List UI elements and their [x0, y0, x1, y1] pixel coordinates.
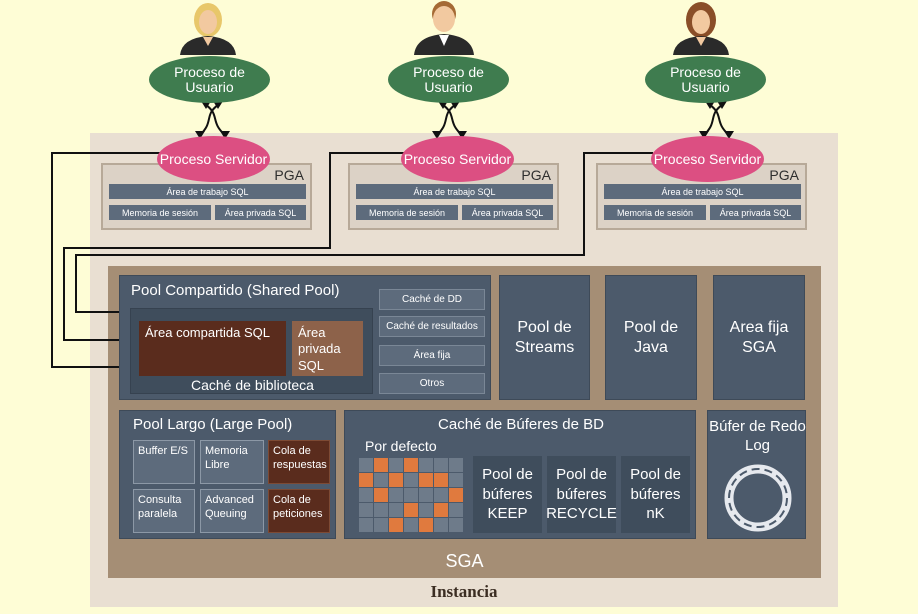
buffer-block [359, 518, 373, 532]
area-fija-sga-label: Area fija SGA [729, 318, 789, 356]
memoria-libre: Memoria Libre [200, 440, 264, 484]
buffer-block [434, 473, 448, 487]
buffer-block [449, 458, 463, 472]
buffer-block [389, 518, 403, 532]
buffer-block [359, 458, 373, 472]
buffer-block [419, 458, 433, 472]
buffer-block [359, 503, 373, 517]
buffer-block [374, 488, 388, 502]
pga-area-trabajo: Área de trabajo SQL [356, 184, 553, 199]
buffer-block [419, 488, 433, 502]
pga-area-privada: Área privada SQL [710, 205, 801, 220]
pga-label: PGA [769, 167, 799, 183]
sga-label: SGA [445, 551, 484, 571]
redo-log-title: Búfer de Redo Log [709, 418, 806, 454]
server-process-3: Proceso Servidor [651, 136, 764, 182]
buffer-block [434, 503, 448, 517]
large-pool-title: Pool Largo (Large Pool) [133, 416, 293, 433]
user-process-2: Proceso de Usuario [388, 56, 509, 103]
pool-buferes-nk: Pool de búferes nK [621, 456, 690, 533]
pool-streams: Pool de Streams [499, 275, 590, 400]
buffer-block [389, 458, 403, 472]
redo-log-buffer: Búfer de Redo Log [707, 410, 806, 539]
buffer-block [359, 488, 373, 502]
user-process-1-label: Proceso de Usuario [174, 63, 245, 95]
user-icon-2 [414, 1, 474, 55]
large-pool: Pool Largo (Large Pool) Buffer E/S Memor… [119, 410, 336, 539]
pga-area-privada: Área privada SQL [462, 205, 553, 220]
buffer-es: Buffer E/S [133, 440, 195, 484]
buffer-block [419, 503, 433, 517]
buffer-block [449, 503, 463, 517]
buffer-block [449, 518, 463, 532]
buffer-block [374, 473, 388, 487]
pool-buferes-keep: Pool de búferes KEEP [473, 456, 542, 533]
buffer-block [359, 473, 373, 487]
pga-area-trabajo: Área de trabajo SQL [109, 184, 306, 199]
pga-memoria-sesion: Memoria de sesión [604, 205, 706, 220]
buffer-block [374, 458, 388, 472]
user-process-3-label: Proceso de Usuario [670, 63, 741, 95]
buffer-block [404, 503, 418, 517]
shared-pool-title: Pool Compartido (Shared Pool) [131, 282, 340, 299]
cola-peticiones: Cola de peticiones [268, 489, 330, 533]
buffer-block [419, 473, 433, 487]
otros: Otros [379, 373, 485, 394]
buffer-block [449, 488, 463, 502]
server-process-2-label: Proceso Servidor [403, 150, 512, 167]
area-privada-sql: Área privada SQL [292, 321, 363, 376]
buffer-block [419, 518, 433, 532]
advanced-queuing: Advanced Queuing [200, 489, 264, 533]
pga-area-privada: Área privada SQL [215, 205, 306, 220]
buffer-block [374, 518, 388, 532]
redo-log-circle-icon [724, 464, 792, 532]
shared-pool: Pool Compartido (Shared Pool) Área compa… [119, 275, 491, 400]
user-process-1: Proceso de Usuario [149, 56, 270, 103]
server-process-2: Proceso Servidor [401, 136, 514, 182]
buffer-block [404, 518, 418, 532]
area-fija-sga: Area fija SGA [713, 275, 805, 400]
buffer-block [389, 488, 403, 502]
pool-streams-label: Pool de Streams [514, 318, 575, 356]
pool-java-label: Pool de Java [623, 318, 679, 356]
buffer-block [434, 488, 448, 502]
server-process-1: Proceso Servidor [157, 136, 270, 182]
user-process-3: Proceso de Usuario [645, 56, 766, 103]
pga-memoria-sesion: Memoria de sesión [109, 205, 211, 220]
buffer-block [404, 488, 418, 502]
buffer-block [404, 458, 418, 472]
cache-biblioteca-label: Caché de biblioteca [191, 377, 314, 393]
area-compartida-sql: Área compartida SQL [139, 321, 286, 376]
buffer-block [404, 473, 418, 487]
default-buffer-grid [359, 458, 463, 532]
area-fija: Área fija [379, 345, 485, 366]
buffer-block [389, 473, 403, 487]
library-cache: Área compartida SQL Área privada SQL Cac… [130, 308, 373, 394]
user-icon-1 [180, 3, 236, 55]
user-process-2-label: Proceso de Usuario [413, 63, 484, 95]
user-icon-3 [673, 2, 729, 55]
buffer-cache: Caché de Búferes de BD Por defecto Pool … [344, 410, 696, 539]
cache-resultados: Caché de resultados [379, 316, 485, 337]
consulta-paralela: Consulta paralela [133, 489, 195, 533]
pool-buferes-recycle: Pool de búferes RECYCLE [546, 456, 617, 533]
buffer-cache-title: Caché de Búferes de BD [438, 416, 604, 433]
pga-label: PGA [521, 167, 551, 183]
buffer-block [374, 503, 388, 517]
instancia-label: Instancia [430, 582, 498, 601]
pga-memoria-sesion: Memoria de sesión [356, 205, 458, 220]
pool-java: Pool de Java [605, 275, 697, 400]
buffer-block [449, 473, 463, 487]
pga-area-trabajo: Área de trabajo SQL [604, 184, 801, 199]
buffer-block [434, 458, 448, 472]
por-defecto-label: Por defecto [365, 438, 437, 454]
cache-dd: Caché de DD [379, 289, 485, 310]
buffer-block [389, 503, 403, 517]
server-process-1-label: Proceso Servidor [159, 150, 268, 167]
cola-respuestas: Cola de respuestas [268, 440, 330, 484]
pga-label: PGA [274, 167, 304, 183]
server-process-3-label: Proceso Servidor [653, 150, 762, 167]
buffer-block [434, 518, 448, 532]
